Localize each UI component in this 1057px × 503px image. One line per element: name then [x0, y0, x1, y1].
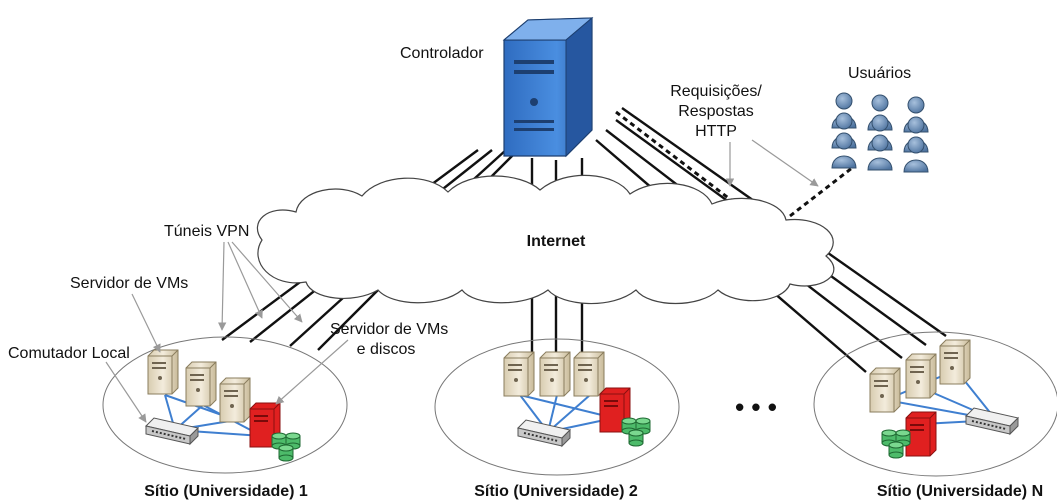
site-1-devices: [145, 349, 301, 462]
site-2-label: Sítio (Universidade) 2: [474, 483, 638, 500]
internet-label: Internet: [527, 233, 586, 250]
site-1-label: Sítio (Universidade) 1: [144, 483, 308, 500]
vpn-tunnels-label: Túneis VPN: [164, 223, 249, 240]
vm-server-icon: [869, 367, 901, 413]
http-label-line1: Requisições/: [670, 83, 762, 100]
vm-server-icon: [905, 353, 937, 399]
site-n-boundary: [813, 331, 1057, 477]
http-label-line3: HTTP: [695, 123, 737, 140]
annotation-arrows: [105, 241, 349, 423]
site-2-devices: [503, 351, 651, 447]
vm-server-icon: [939, 339, 971, 385]
vm-server-icon: [147, 349, 179, 395]
switch-icon: [145, 417, 199, 445]
vm-disk-server-label-line1: Servidor de VMs: [330, 321, 448, 338]
users-label: Usuários: [848, 65, 911, 82]
site-n-label: Sítio (Universidade) N: [877, 483, 1043, 500]
switch-icon: [965, 407, 1019, 435]
controller-label: Controlador: [400, 45, 484, 62]
site-2-boundary: [434, 338, 680, 476]
switch-icon: [517, 419, 571, 447]
vm-server-icon: [219, 377, 251, 423]
disk-icon: [628, 429, 644, 447]
vm-server-label: Servidor de VMs: [70, 275, 188, 292]
disk-icon: [888, 441, 904, 459]
vm-server-icon: [185, 361, 217, 407]
local-switch-label: Comutador Local: [8, 345, 130, 362]
http-label-line2: Respostas: [678, 103, 754, 120]
vm-disk-server-label-line2: e discos: [357, 341, 416, 358]
vm-server-icon: [573, 351, 605, 397]
site-n-devices: [869, 339, 1019, 459]
vm-server-icon: [503, 351, 535, 397]
site-1-boundary: [102, 336, 348, 474]
more-sites-ellipsis: • • •: [735, 392, 777, 422]
vm-server-icon: [539, 351, 571, 397]
users-group-icon: [831, 92, 929, 173]
http-pointer-arrows: [725, 139, 819, 187]
disk-icon: [278, 444, 294, 462]
controller-server-icon: [502, 16, 594, 158]
http-dashed-lines: [615, 110, 853, 218]
internet-cloud: [256, 174, 835, 305]
